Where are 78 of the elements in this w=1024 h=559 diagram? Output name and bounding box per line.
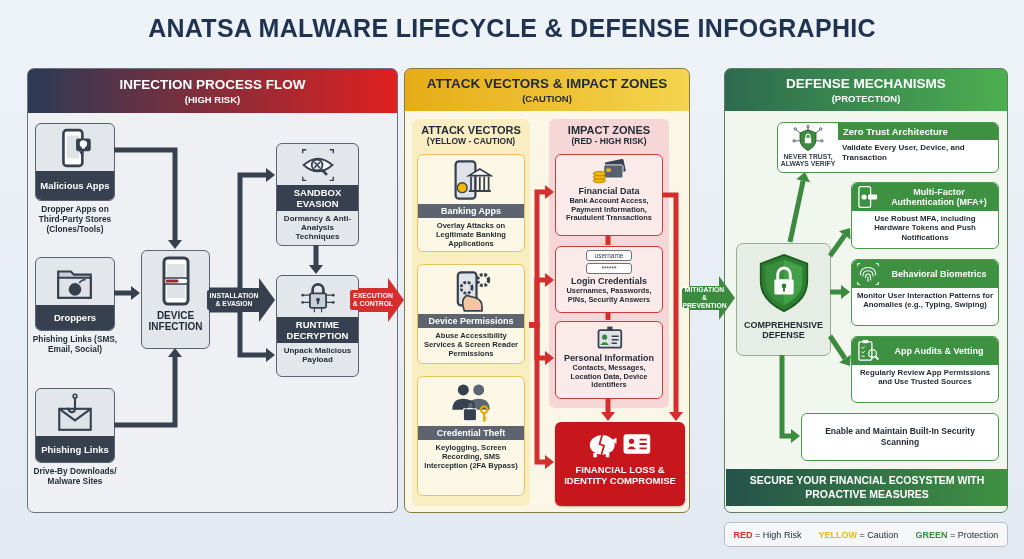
card-title: Behavioral Biometrics [890, 268, 988, 280]
column-title: IMPACT ZONES [566, 124, 652, 136]
defense-card [851, 336, 999, 403]
arrow [529, 322, 554, 469]
card-title: DEVICE INFECTION [147, 310, 204, 332]
card-title: Financial Data [577, 186, 641, 196]
column-title: ATTACK VECTORS [420, 124, 522, 136]
column-panel [549, 119, 669, 408]
card-description: Dormancy & Anti-Analysis Techniques [282, 213, 353, 244]
card-description: Enable and Maintain Built-In Security Scanning [824, 426, 976, 448]
card-title: Droppers [36, 305, 114, 330]
impact-card [555, 246, 663, 313]
impact-card [555, 154, 663, 236]
defense-card [801, 413, 999, 461]
source-card [35, 123, 115, 201]
panel-subtitle: (HIGH RISK) [183, 94, 242, 105]
panel-title: INFECTION PROCESS FLOW [118, 77, 307, 92]
arrow [114, 348, 182, 428]
arrow [830, 285, 850, 299]
panel-subtitle: (CAUTION) [521, 93, 573, 104]
vector-card [417, 264, 525, 364]
arrow [114, 286, 140, 300]
legend-entry: GREEN = Protection [915, 529, 999, 540]
arrow [662, 192, 683, 421]
connector-line [605, 312, 611, 320]
legend-entry: RED = High Risk [733, 529, 802, 540]
card-title: FINANCIAL LOSS & IDENTITY COMPROMISE [563, 464, 677, 487]
defense-card [777, 122, 999, 173]
section-panel [27, 68, 398, 513]
card-title: Banking Apps [418, 204, 524, 218]
card-title: Device Permissions [418, 314, 524, 328]
card-description: Validate Every User, Device, and Transaction [841, 143, 966, 163]
arrow [309, 245, 323, 274]
arrow [827, 228, 851, 258]
card-title: RUNTIME DECRYPTION [277, 317, 358, 343]
vector-card [417, 154, 525, 252]
flow-arrow [358, 278, 404, 322]
card-title: Zero Trust Architecture [838, 123, 998, 140]
arrow [779, 355, 800, 443]
arrow [827, 334, 851, 366]
card-title: Multi-Factor Authentication (MFA+) [890, 186, 988, 208]
defense-card [851, 182, 999, 249]
main-title: ANATSA MALWARE LIFECYCLE & DEFENSE INFOGRAPHIC [147, 14, 877, 43]
stage-card [276, 143, 359, 246]
panel-title: DEFENSE MECHANISMS [785, 76, 947, 91]
card-title: COMPREHENSIVE DEFENSE [743, 320, 824, 340]
card-title: App Audits & Vetting [893, 345, 985, 357]
arrow [114, 147, 182, 249]
banner-text: SECURE YOUR FINANCIAL ECOSYSTEM WITH PROACTIVE MEASURES [748, 474, 986, 501]
column-subtitle: (RED - HIGH RISK) [570, 136, 648, 146]
card-title: Phishing Links [36, 436, 114, 462]
loss-card [555, 422, 685, 506]
card-title: SANDBOX EVASION [277, 185, 358, 211]
defense-card [851, 259, 999, 326]
impact-card [555, 321, 663, 399]
card-caption: Dropper Apps on Third-Party Stores (Clones/Tools) [37, 205, 113, 235]
card-title: Malicious Apps [36, 171, 114, 200]
card-description: Unpack Malicious Payload [282, 345, 353, 367]
connector-line [605, 235, 611, 245]
defense-hub-card [736, 243, 831, 356]
card-caption: Drive-By Downloads/ Malware Sites [32, 467, 118, 487]
column-panel [412, 119, 530, 506]
arrow [601, 398, 615, 421]
card-title: Personal Information [563, 353, 655, 363]
panel-title: ATTACK VECTORS & IMPACT ZONES [425, 76, 669, 91]
card-caption: Phishing Links (SMS, Email, Social) [31, 335, 119, 355]
legend-entry: YELLOW = Caution [818, 529, 899, 540]
source-card [35, 388, 115, 463]
card-title: Login Credentials [570, 276, 648, 286]
device-card [141, 250, 210, 349]
vector-card [417, 376, 525, 496]
panel-subtitle: (PROTECTION) [830, 93, 902, 104]
source-card [35, 257, 115, 331]
card-title: Credential Theft [418, 426, 524, 440]
column-subtitle: (YELLOW - CAUTION) [425, 136, 517, 146]
flow-arrow [690, 276, 735, 320]
arrow [787, 172, 810, 243]
slogan-banner [726, 469, 1008, 506]
